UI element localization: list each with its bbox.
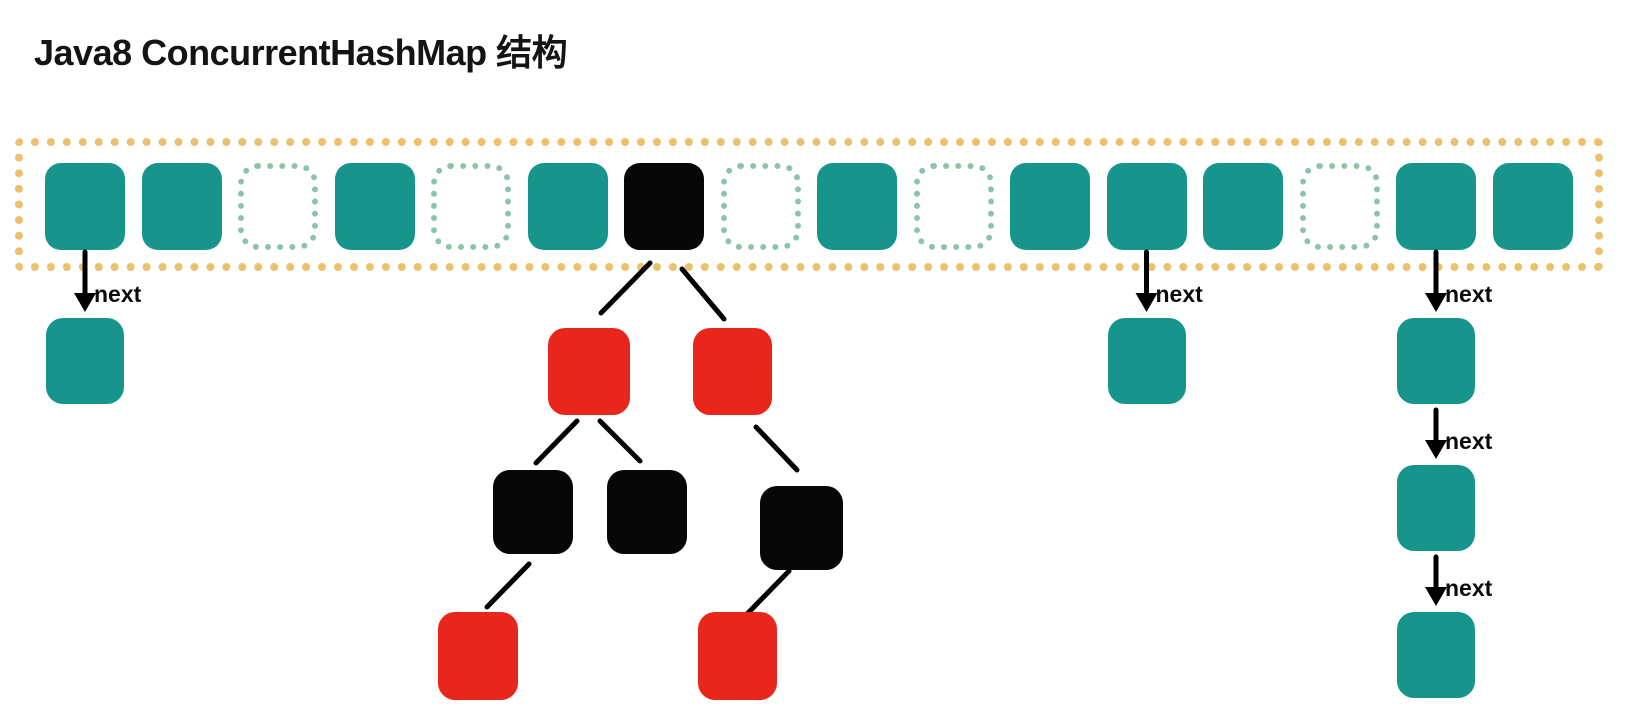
bucket-15 — [1492, 163, 1573, 250]
next-label: next — [1445, 281, 1493, 307]
bucket-7-empty — [720, 163, 801, 250]
tree-node-b2-black — [607, 470, 687, 554]
list-node-chain2-0 — [1397, 318, 1475, 404]
bucket-11 — [1106, 163, 1187, 250]
arrowhead-icon — [1425, 587, 1447, 606]
arrowhead-icon — [74, 293, 96, 312]
bucket-6 — [624, 163, 704, 250]
tree-node-b1-black — [493, 470, 573, 554]
list-node-chain1-0 — [1107, 318, 1186, 404]
list-node-chain2-1 — [1397, 465, 1475, 551]
next-label: next — [1155, 281, 1203, 307]
edge-line — [533, 418, 580, 466]
edge-line — [744, 568, 792, 617]
bucket-8 — [817, 163, 897, 250]
tree-node-r3-red — [438, 612, 518, 700]
bucket-10 — [1010, 163, 1090, 250]
arrowhead-icon — [1425, 293, 1447, 312]
bucket-1 — [141, 163, 222, 250]
bucket-3 — [334, 163, 415, 250]
tree-node-r1-red — [548, 328, 630, 415]
bucket-0 — [45, 163, 125, 250]
bucket-2-empty — [238, 163, 318, 250]
tree-node-r2-red — [693, 328, 772, 415]
list-node-chain2-2 — [1397, 612, 1475, 698]
edge-line — [753, 424, 800, 473]
bucket-5 — [527, 163, 608, 250]
next-label: next — [94, 281, 142, 307]
arrowhead-icon — [1425, 440, 1447, 459]
edge-line — [484, 561, 532, 610]
bucket-14 — [1396, 163, 1476, 250]
bucket-13-empty — [1299, 163, 1380, 250]
hash-table-array — [15, 138, 1603, 271]
tree-node-b3-black — [760, 486, 843, 570]
bucket-4-empty — [431, 163, 511, 250]
arrowhead-icon — [1135, 293, 1158, 312]
bucket-9-empty — [913, 163, 994, 250]
tree-node-r4-red — [698, 612, 777, 700]
edge-line — [679, 266, 727, 322]
bucket-12 — [1203, 163, 1283, 250]
edge-line — [597, 418, 643, 464]
next-label: next — [1445, 428, 1493, 454]
next-label: next — [1445, 575, 1493, 601]
page-title: Java8 ConcurrentHashMap 结构 — [34, 32, 568, 73]
list-node-chain0-0 — [46, 318, 124, 404]
